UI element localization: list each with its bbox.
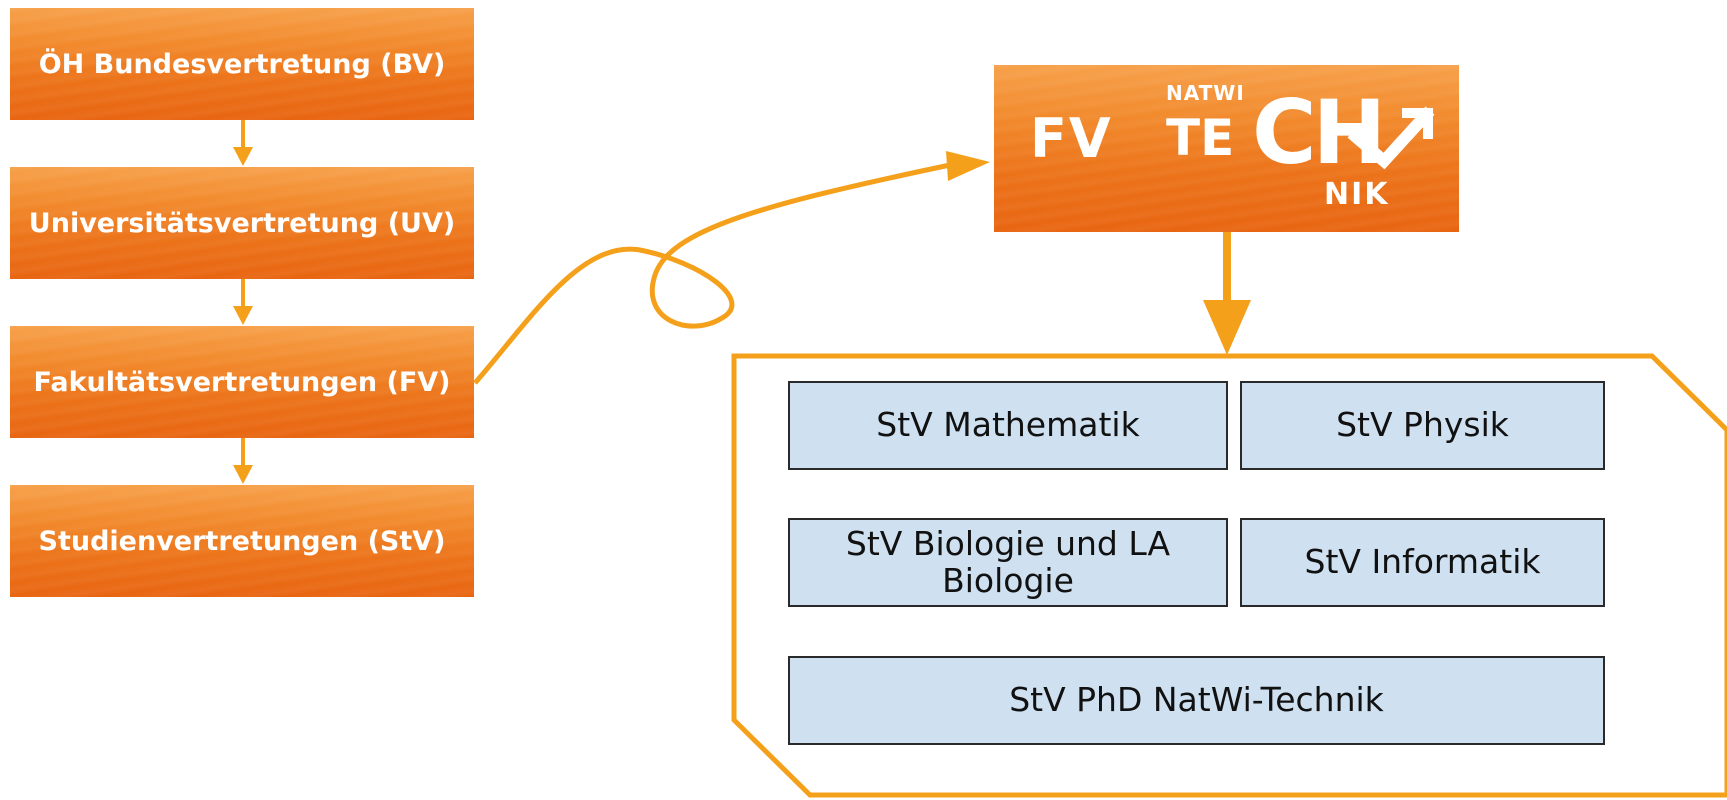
stv-group-frame xyxy=(731,353,1727,798)
fv-label: Fakultätsvertretungen (FV) xyxy=(33,366,451,398)
stv-mathematik-box: StV Mathematik xyxy=(788,381,1228,470)
stv-biologie-box: StV Biologie und LA Biologie xyxy=(788,518,1228,607)
stv-biologie-label: StV Biologie und LA Biologie xyxy=(845,524,1171,600)
stv-informatik-box: StV Informatik xyxy=(1240,518,1605,607)
hierarchy-arrows xyxy=(233,120,253,484)
stv-physik-label: StV Physik xyxy=(1336,405,1509,445)
logo-fv-text: FV xyxy=(1030,107,1113,170)
uv-box: Universitätsvertretung (UV) xyxy=(10,167,474,279)
stv-phd-box: StV PhD NatWi-Technik xyxy=(788,656,1605,745)
stv-informatik-label: StV Informatik xyxy=(1304,542,1541,582)
stv-label: Studienvertretungen (StV) xyxy=(38,525,446,557)
fv-natwi-technik-logo: FV NATWI TE CH NIK xyxy=(994,65,1459,232)
stv-box: Studienvertretungen (StV) xyxy=(10,485,474,597)
logo-nik-text: NIK xyxy=(1324,177,1390,212)
uv-label: Universitätsvertretung (UV) xyxy=(28,207,456,239)
stv-phd-label: StV PhD NatWi-Technik xyxy=(1009,680,1384,720)
fv-hierarchy-box: Fakultätsvertretungen (FV) xyxy=(10,326,474,438)
logo-natwi-text: NATWI xyxy=(1166,81,1245,105)
loop-connector xyxy=(473,162,951,385)
logo-te-text: TE xyxy=(1166,109,1235,167)
bv-label: ÖH Bundesvertretung (BV) xyxy=(38,48,446,80)
logo-ch-text: CH xyxy=(1252,81,1386,184)
stv-physik-box: StV Physik xyxy=(1240,381,1605,470)
stv-mathematik-label: StV Mathematik xyxy=(876,405,1140,445)
bv-box: ÖH Bundesvertretung (BV) xyxy=(10,8,474,120)
logo-check-arrow-icon xyxy=(1347,106,1435,170)
